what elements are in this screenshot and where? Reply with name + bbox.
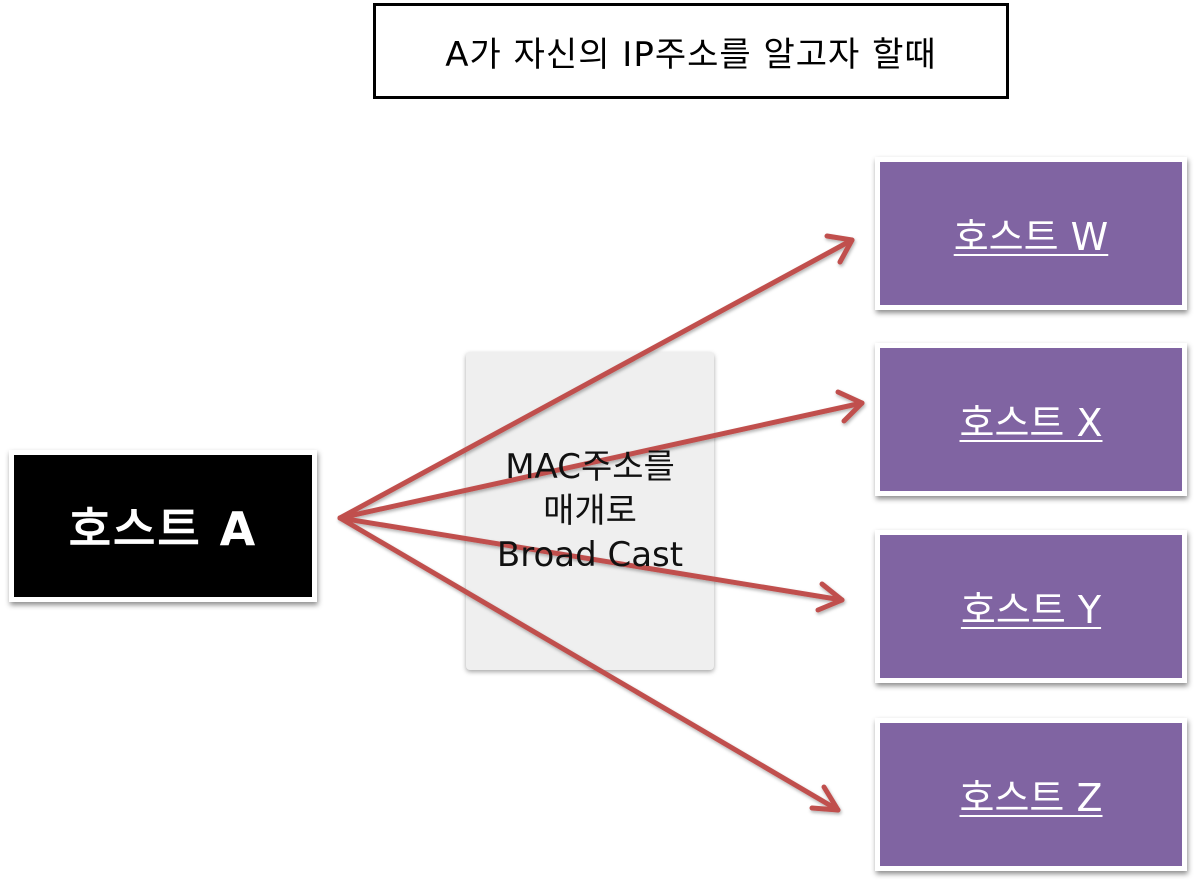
diagram-title-text: A가 자신의 IP주소를 알고자 할때 — [445, 34, 937, 75]
broadcast-medium-box: MAC주소를 매개로 Broad Cast — [466, 352, 714, 670]
medium-line-2: 매개로 — [543, 491, 637, 531]
diagram-title: A가 자신의 IP주소를 알고자 할때 — [373, 3, 1009, 99]
medium-line-1: MAC주소를 — [505, 447, 675, 487]
host-y-label: 호스트 Y — [960, 588, 1102, 632]
host-w-label: 호스트 W — [953, 215, 1109, 259]
host-w-node: 호스트 W — [875, 157, 1187, 310]
host-z-label: 호스트 Z — [959, 776, 1103, 820]
host-x-label: 호스트 X — [959, 401, 1103, 445]
host-a-label: 호스트 A — [68, 502, 258, 556]
host-y-node: 호스트 Y — [875, 530, 1187, 683]
host-x-node: 호스트 X — [875, 343, 1187, 496]
medium-line-3: Broad Cast — [496, 535, 684, 575]
host-a-node: 호스트 A — [9, 450, 317, 602]
host-z-node: 호스트 Z — [875, 718, 1187, 871]
broadcast-medium-text: MAC주소를 매개로 Broad Cast — [497, 445, 683, 577]
